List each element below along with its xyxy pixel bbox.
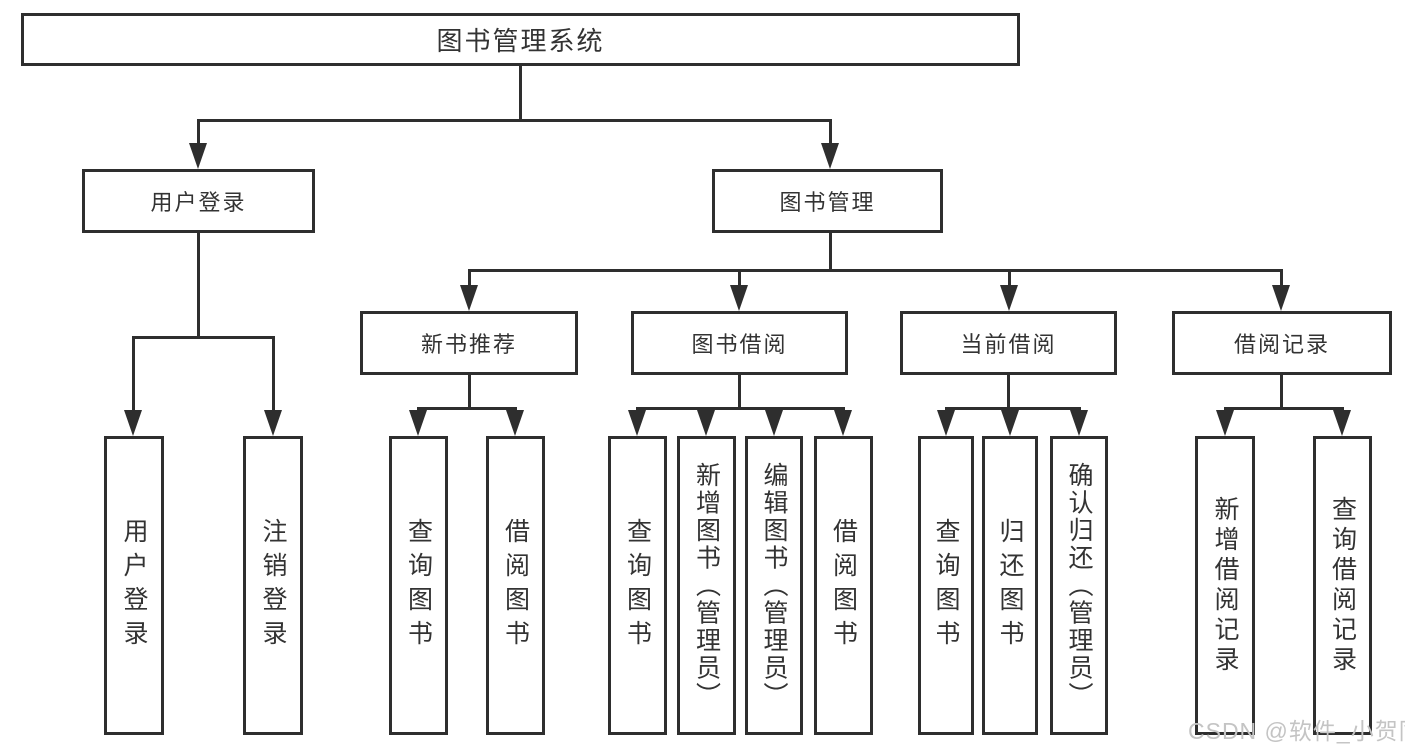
node-book-management-label: 图书管理	[779, 190, 876, 215]
arrowhead-leaf-user-login	[124, 410, 142, 436]
arrowhead-leaf-logout	[264, 410, 282, 436]
connector-stem-current-borrow	[1008, 272, 1011, 288]
connector-borrow-records-hline	[1224, 407, 1344, 410]
arrowhead-cb-query-book	[937, 410, 955, 436]
leaf-cb-confirm-return-admin: 确认归还（管理员）	[1050, 436, 1108, 735]
arrowhead-user-login	[189, 143, 207, 169]
leaf-logout-login: 注销登录	[243, 436, 303, 735]
leaf-cb-confirm-return-admin-label: 确认归还（管理员）	[1065, 461, 1093, 710]
node-book-management: 图书管理	[712, 169, 943, 233]
connector-borrow-records-trunk2	[1280, 374, 1283, 410]
leaf-br-add-record-label: 新增借阅记录	[1211, 495, 1239, 676]
node-root-label: 图书管理系统	[436, 26, 605, 56]
node-current-borrow-label: 当前借阅	[960, 332, 1057, 357]
leaf-bb-add-book-admin: 新增图书（管理员）	[677, 436, 736, 735]
leaf-bb-edit-book-admin: 编辑图书（管理员）	[745, 436, 803, 735]
connector-book-borrow-trunk2	[738, 374, 741, 410]
leaf-bb-borrow-book-label: 借阅图书	[829, 517, 858, 654]
leaf-br-add-record: 新增借阅记录	[1195, 436, 1255, 735]
connector-user-login-hline	[132, 336, 275, 339]
connector-current-borrow-hline	[945, 407, 1081, 410]
connector-stem-borrow-records	[1280, 272, 1283, 288]
arrowhead-bb-query-book	[628, 410, 646, 436]
leaf-bb-borrow-book: 借阅图书	[814, 436, 873, 735]
arrowhead-current-borrow	[1000, 285, 1018, 311]
node-user-login: 用户登录	[82, 169, 315, 233]
connector-book-management-trunk	[829, 233, 832, 272]
connector-stem-book-borrow	[738, 272, 741, 288]
arrowhead-cb-return-book	[1001, 410, 1019, 436]
leaf-bb-edit-book-admin-label: 编辑图书（管理员）	[760, 461, 788, 710]
arrowhead-rec-query-book	[409, 410, 427, 436]
arrowhead-book-borrow	[730, 285, 748, 311]
connector-current-borrow-trunk2	[1007, 374, 1010, 410]
node-new-book-recommend-label: 新书推荐	[420, 332, 517, 357]
node-root: 图书管理系统	[21, 13, 1020, 66]
leaf-br-query-record: 查询借阅记录	[1313, 436, 1372, 735]
arrowhead-book-management	[821, 143, 839, 169]
leaf-rec-query-book: 查询图书	[389, 436, 448, 735]
connector-root-trunk	[519, 66, 522, 120]
node-book-borrow: 图书借阅	[631, 311, 848, 375]
connector-user-login-trunk	[197, 233, 200, 339]
node-book-borrow-label: 图书借阅	[691, 332, 788, 357]
arrowhead-bb-edit-book	[765, 410, 783, 436]
watermark: CSDN @软件_小贺同学	[1188, 718, 1405, 744]
connector-level3-hline	[468, 269, 1283, 272]
arrowhead-bb-borrow-book	[834, 410, 852, 436]
leaf-br-query-record-label: 查询借阅记录	[1328, 495, 1357, 676]
connector-stem-book-management	[829, 122, 832, 146]
leaf-logout-login-label: 注销登录	[259, 517, 287, 654]
leaf-bb-query-book: 查询图书	[608, 436, 667, 735]
arrowhead-bb-add-book	[697, 410, 715, 436]
leaf-rec-borrow-book-label: 借阅图书	[501, 517, 530, 654]
connector-stem-leaf-logout	[272, 339, 275, 413]
arrowhead-borrow-records	[1272, 285, 1290, 311]
leaf-user-login-label: 用户登录	[120, 517, 148, 654]
node-borrow-records-label: 借阅记录	[1233, 332, 1330, 357]
arrowhead-br-add-record	[1216, 410, 1234, 436]
node-borrow-records: 借阅记录	[1172, 311, 1392, 375]
connector-recommend-trunk	[468, 374, 471, 410]
arrowhead-new-book-recommend	[460, 285, 478, 311]
leaf-cb-query-book: 查询图书	[918, 436, 974, 735]
arrowhead-cb-confirm-return	[1070, 410, 1088, 436]
node-user-login-label: 用户登录	[150, 190, 247, 215]
connector-stem-new-book-recommend	[468, 272, 471, 288]
arrowhead-rec-borrow-book	[506, 410, 524, 436]
connector-recommend-hline	[417, 407, 517, 410]
node-new-book-recommend: 新书推荐	[360, 311, 578, 375]
leaf-rec-borrow-book: 借阅图书	[486, 436, 545, 735]
leaf-cb-return-book-label: 归还图书	[996, 517, 1024, 654]
connector-book-borrow-hline	[636, 407, 845, 410]
arrowhead-br-query-record	[1333, 410, 1351, 436]
connector-level2-hline	[197, 119, 832, 122]
connector-stem-user-login	[197, 122, 200, 146]
leaf-user-login: 用户登录	[104, 436, 164, 735]
leaf-bb-query-book-label: 查询图书	[623, 517, 652, 654]
leaf-bb-add-book-admin-label: 新增图书（管理员）	[692, 461, 721, 710]
leaf-rec-query-book-label: 查询图书	[404, 517, 433, 654]
connector-stem-leaf-user-login	[132, 339, 135, 413]
leaf-cb-query-book-label: 查询图书	[932, 517, 960, 654]
leaf-cb-return-book: 归还图书	[982, 436, 1038, 735]
node-current-borrow: 当前借阅	[900, 311, 1117, 375]
